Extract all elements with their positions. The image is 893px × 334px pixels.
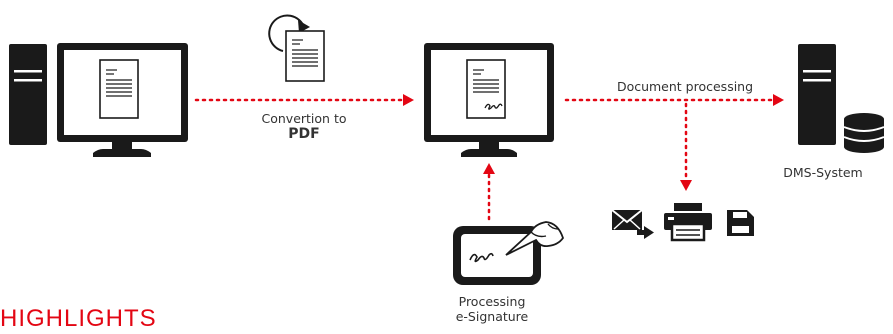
document-icon [99, 59, 139, 119]
server-tower-icon [798, 44, 836, 145]
arrow-to-center-monitor [194, 94, 414, 106]
rotate-arrow-icon [268, 14, 310, 52]
printer-icon [664, 203, 712, 242]
arrow-to-dms-system [564, 94, 784, 106]
workflow-diagram [9, 14, 886, 285]
arrow-from-signature-pad [483, 163, 495, 221]
conversion-label-line2: PDF [288, 126, 320, 142]
esignature-label: Processing e-Signature [437, 294, 547, 324]
database-icon [842, 113, 886, 160]
computer-tower-icon [9, 44, 47, 145]
conversion-label: Convertion to PDF [244, 111, 364, 142]
mail-forward-icon [611, 209, 654, 239]
esignature-label-line2: e-Signature [455, 309, 529, 324]
arrow-to-output-devices [680, 102, 692, 191]
signed-document-icon [466, 59, 506, 119]
document-processing-label: Document processing [616, 79, 754, 94]
highlights-heading: HIGHLIGHTS [0, 305, 157, 332]
signature-pad-icon [453, 226, 541, 285]
dms-system-label: DMS-System [783, 165, 863, 180]
floppy-disk-icon [727, 210, 754, 236]
conversion-label-line1: Convertion to [261, 111, 347, 126]
pen-hand-icon [505, 221, 564, 256]
document-icon [285, 30, 325, 82]
esignature-label-line1: Processing [458, 294, 526, 309]
